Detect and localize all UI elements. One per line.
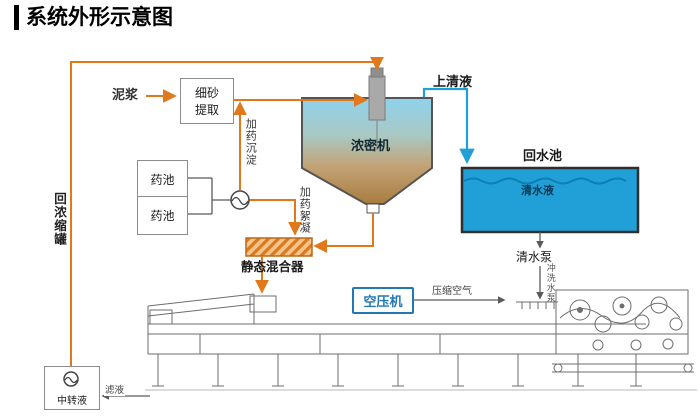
dosing-flocculation-label: 加药絮凝 xyxy=(298,186,312,234)
chemical-pool-1-label: 药池 xyxy=(150,173,175,187)
transfer-tank-box: 中转液 xyxy=(44,366,100,410)
clear-water-pump-label: 清水泵 xyxy=(514,250,555,265)
belt-filter-press-drawing xyxy=(145,289,697,391)
thickener-inlet-pipe xyxy=(368,75,386,121)
return-to-thickener-label: 回浓缩罐 xyxy=(52,192,67,246)
dosing-sedimentation-label: 加药沉淀 xyxy=(244,118,258,166)
transfer-liquid-label: 中转液 xyxy=(57,396,87,407)
air-compressor-label: 空压机 xyxy=(363,295,403,310)
transfer-pump-icon xyxy=(63,371,79,387)
clear-water-label: 清水液 xyxy=(521,184,554,197)
supernatant-label: 上清液 xyxy=(433,75,473,90)
thickener-inlet-cap xyxy=(370,67,384,78)
recycle-line xyxy=(70,56,384,366)
chem-connector-lines xyxy=(186,177,231,215)
sand-extraction-box: 细砂提取 xyxy=(180,78,234,124)
chemical-pool-1-box: 药池 xyxy=(137,160,188,199)
chemical-pool-2-box: 药池 xyxy=(137,196,188,235)
thickener-label: 浓密机 xyxy=(351,139,391,154)
filtrate-label: 滤液 xyxy=(104,385,126,397)
air-compressor-box: 空压机 xyxy=(352,287,414,314)
dosing-pump-icon xyxy=(230,190,250,210)
supernatant-line xyxy=(422,87,475,165)
static-mixer xyxy=(245,237,313,257)
static-mixer-label: 静态混合器 xyxy=(241,259,304,274)
underflow-line xyxy=(313,213,374,253)
compressed-air-label: 压缩空气 xyxy=(432,286,472,297)
slurry-label: 泥浆 xyxy=(112,88,139,103)
flush-water-pump-label: 冲洗水泵 xyxy=(544,263,555,303)
return-pool-tank xyxy=(460,166,640,234)
thickener-spout xyxy=(366,203,380,214)
page-title: 系统外形示意图 xyxy=(14,5,173,31)
dosing-down-line xyxy=(249,199,302,236)
return-pool-label: 回水池 xyxy=(523,149,563,164)
pool-wave xyxy=(463,177,627,185)
chemical-pool-2-label: 药池 xyxy=(150,209,175,223)
sand-extraction-label: 细砂提取 xyxy=(194,86,219,117)
thickener-tank xyxy=(301,97,433,205)
